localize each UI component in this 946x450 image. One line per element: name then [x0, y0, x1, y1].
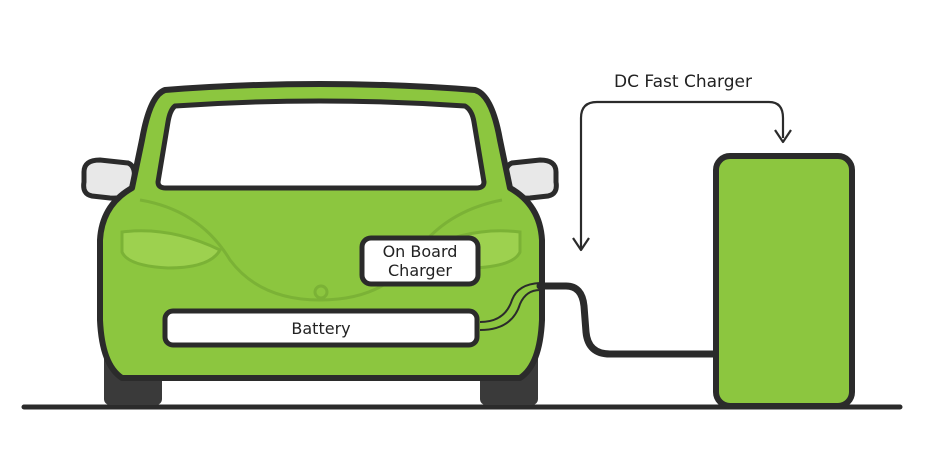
left-headlight [120, 229, 223, 270]
dc-fast-charger-label: DC Fast Charger [584, 72, 782, 92]
flow-line [579, 100, 785, 248]
arrow-head-down-right-icon [774, 129, 792, 144]
dc-fast-charger-unit [713, 153, 855, 409]
hood-contour [139, 198, 503, 302]
front-emblem [313, 284, 329, 300]
on-board-charger-label-line1: On Board [382, 242, 458, 261]
charging-cable [536, 282, 720, 358]
on-board-charger-label-line2: Charger [388, 261, 452, 280]
battery-box [162, 308, 480, 348]
internal-wire-2 [479, 289, 541, 331]
on-board-charger-label: On Board Charger [362, 238, 478, 284]
arrow-head-down-left-icon [572, 237, 590, 252]
on-board-charger-box [359, 235, 481, 287]
windshield [155, 98, 487, 191]
internal-wire-1 [479, 282, 541, 323]
battery-label: Battery [291, 318, 351, 338]
